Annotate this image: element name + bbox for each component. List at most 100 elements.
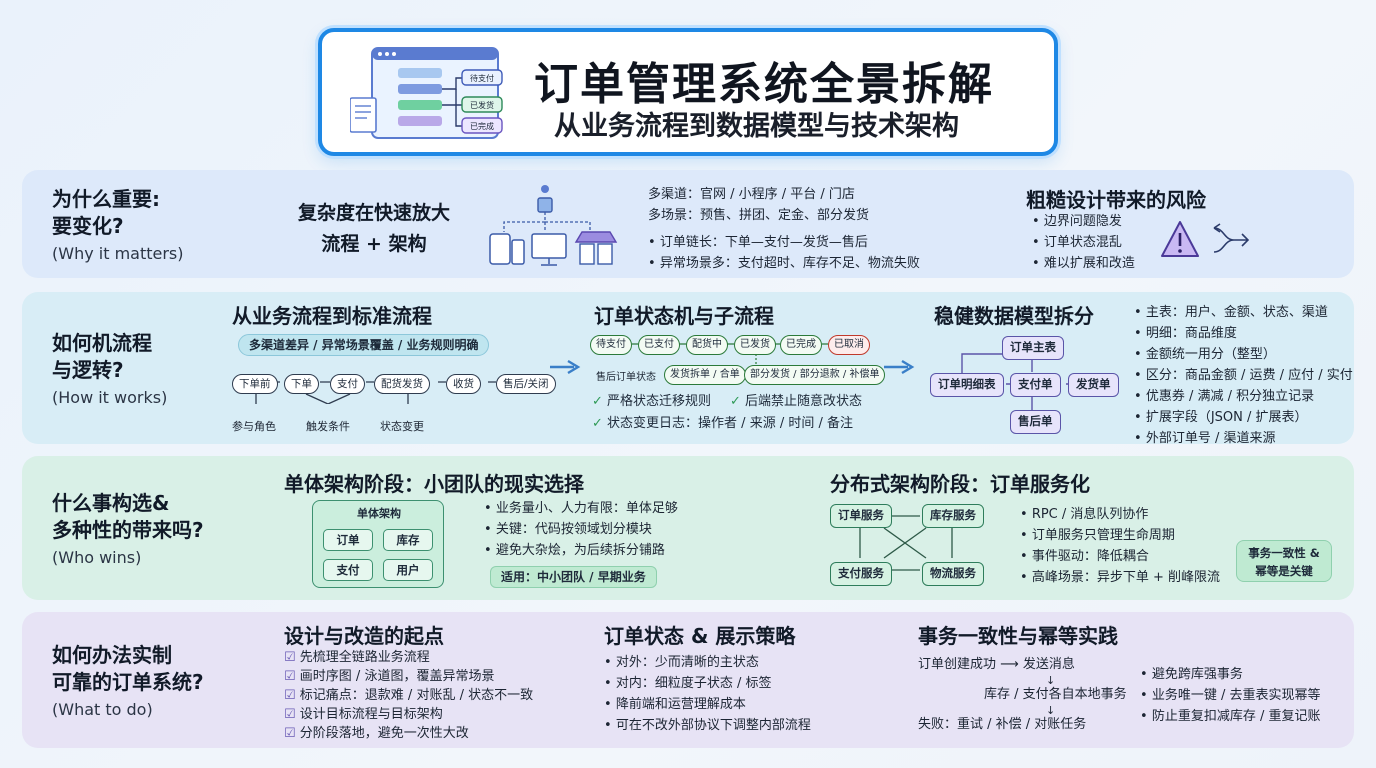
- flow-node-pre-order: 下单前: [232, 374, 278, 394]
- start-item-3: 标记痛点：退款难 / 对账乱 / 状态不一致: [284, 686, 533, 705]
- page-subtitle: 从业务流程到数据模型与技术架构: [554, 111, 959, 142]
- row2-question-block: 如何机流程 与逻转? (How it works): [52, 330, 167, 407]
- multi-channel-devices-icon: [489, 185, 618, 266]
- model-point-4: 区分：商品金额 / 运费 / 应付 / 实付: [1134, 365, 1353, 386]
- state-picking: 配货中: [686, 335, 728, 355]
- start-item-2: 画时序图 / 泳道图，覆盖异常场景: [284, 667, 533, 686]
- state-sub-split: 发货拆单 / 合单: [664, 365, 746, 385]
- start-item-5: 分阶段落地，避免一次性大改: [284, 724, 533, 743]
- flow-label-trigger: 触发条件: [306, 420, 350, 433]
- start-item-4: 设计目标流程与目标架构: [284, 705, 533, 724]
- model-point-6: 扩展字段（JSON / 扩展表）: [1134, 407, 1353, 428]
- tx-arrow-down-1: ↓: [1046, 674, 1056, 687]
- state-completed: 已完成: [780, 335, 822, 355]
- dist-point-4: 高峰场景：异步下单 + 削峰限流: [1020, 567, 1220, 588]
- flow-label-state-change: 状态变更: [380, 420, 424, 433]
- display-point-1: 对外：少而清晰的主状态: [604, 652, 811, 673]
- row1-question-line2: 要变化?: [52, 214, 124, 238]
- mono-title: 单体架构阶段：小团队的现实选择: [284, 472, 584, 496]
- order-flow-illustration: 待支付 已发货 已完成: [350, 47, 503, 139]
- display-points: 对外：少而清晰的主状态 对内：细粒度子状态 / 标签 降前端和运营理解成本 可在…: [604, 652, 811, 736]
- complexity-headline-1: 复杂度在快速放大: [297, 202, 450, 224]
- model-point-1: 主表：用户、金额、状态、渠道: [1134, 302, 1353, 323]
- state-rule-2: ✓ 后端禁止随意改状态: [730, 394, 863, 409]
- page-title: 订单管理系统全景拆解: [534, 59, 994, 110]
- mono-cell-inventory: 库存: [383, 529, 433, 551]
- row1-question-block: 为什么重要: 要变化? (Why it matters): [52, 186, 184, 263]
- risk-item-3: 难以扩展和改造: [1032, 253, 1135, 274]
- mono-point-2: 关键：代码按领域划分模块: [484, 519, 678, 540]
- tx-flow-2: 库存 / 支付各自本地事务: [984, 687, 1127, 702]
- row4-question-line2: 可靠的订单系统?: [52, 670, 204, 694]
- tx-point-2: 业务唯一键 / 去重表实现幂等: [1140, 685, 1321, 706]
- state-rule-1: ✓ 严格状态迁移规则: [592, 394, 712, 409]
- service-order: 订单服务: [830, 504, 892, 528]
- dist-point-1: RPC / 消息队列协作: [1020, 504, 1220, 525]
- tx-points: 避免跨库强事务 业务唯一键 / 去重表实现幂等 防止重复扣减库存 / 重复记账: [1140, 664, 1321, 727]
- model-point-5: 优惠券 / 满减 / 积分独立记录: [1134, 386, 1353, 407]
- flow-node-pay: 支付: [330, 374, 365, 394]
- service-payment: 支付服务: [830, 562, 892, 586]
- row1-point-2: 多场景：预售、拼团、定金、部分发货: [648, 208, 870, 223]
- model-title: 稳健数据模型拆分: [934, 304, 1094, 328]
- consistency-badge-line1: 事务一致性 &: [1248, 546, 1320, 560]
- start-checklist: 先梳理全链路业务流程 画时序图 / 泳道图，覆盖异常场景 标记痛点：退款难 / …: [284, 648, 533, 743]
- mono-cell-payment: 支付: [323, 559, 373, 581]
- complexity-headline-2: 流程 + 架构: [321, 233, 427, 255]
- display-point-3: 降前端和运营理解成本: [604, 694, 811, 715]
- flow-node-ship: 配货发货: [374, 374, 430, 394]
- consistency-badge-line2: 幂等是关键: [1255, 564, 1313, 578]
- risk-title: 粗糙设计带来的风险: [1026, 188, 1206, 212]
- row1-point-3: 订单链长：下单—支付—发货—售后: [648, 232, 920, 253]
- dist-title: 分布式架构阶段：订单服务化: [830, 472, 1090, 496]
- mono-points: 业务量小、人力有限：单体足够 关键：代码按领域划分模块 避免大杂烩，为后续拆分铺…: [484, 498, 678, 561]
- row1-points: 多渠道：官网 / 小程序 / 平台 / 门店 多场景：预售、拼团、定金、部分发货…: [648, 184, 920, 274]
- row4-question-block: 如何办法实制 可靠的订单系统? (What to do): [52, 642, 204, 719]
- start-item-1: 先梳理全链路业务流程: [284, 648, 533, 667]
- tx-title: 事务一致性与幂等实践: [918, 624, 1118, 648]
- tx-flow-1: 订单创建成功 ⟶ 发送消息: [918, 657, 1075, 672]
- row2-english: (How it works): [52, 388, 168, 407]
- flow-node-order: 下单: [284, 374, 319, 394]
- row1-question: 为什么重要:: [52, 187, 160, 211]
- flow-label-roles: 参与角色: [232, 420, 276, 433]
- tx-point-3: 防止重复扣减库存 / 重复记账: [1140, 706, 1321, 727]
- state-title: 订单状态机与子流程: [594, 304, 774, 328]
- row1-point-4: 异常场景多：支付超时、库存不足、物流失败: [648, 253, 920, 274]
- mono-cell-order: 订单: [323, 529, 373, 551]
- arrow-right-icon-2: [884, 359, 915, 375]
- model-shipment: 发货单: [1068, 373, 1119, 397]
- service-inventory: 库存服务: [922, 504, 984, 528]
- row4-english: (What to do): [52, 700, 153, 719]
- flow-title: 从业务流程到标准流程: [232, 304, 432, 328]
- dist-point-2: 订单服务只管理生命周期: [1020, 525, 1220, 546]
- row1-english: (Why it matters): [52, 244, 184, 263]
- state-pending-payment: 待支付: [590, 335, 632, 355]
- state-sub-partial: 部分发货 / 部分退款 / 补偿单: [744, 365, 886, 385]
- row3-question-block: 什么事构选& 多种性的带来吗? (Who wins): [52, 490, 204, 567]
- risk-list: 边界问题隐发 订单状态混乱 难以扩展和改造: [1032, 211, 1135, 274]
- risk-item-2: 订单状态混乱: [1032, 232, 1135, 253]
- illus-label-2: 已发货: [470, 100, 494, 110]
- display-point-2: 对内：细粒度子状态 / 标签: [604, 673, 811, 694]
- state-rule-3: ✓ 状态变更日志：操作者 / 来源 / 时间 / 备注: [592, 416, 853, 431]
- illus-label-3: 已完成: [470, 121, 494, 131]
- display-title: 订单状态 & 展示策略: [604, 624, 796, 648]
- risk-item-1: 边界问题隐发: [1032, 211, 1135, 232]
- arrow-right-icon: [550, 359, 581, 375]
- flow-node-receive: 收货: [446, 374, 481, 394]
- consistency-badge: 事务一致性 & 幂等是关键: [1236, 540, 1332, 582]
- model-order-detail: 订单明细表: [930, 373, 1004, 397]
- complexity-headline: 复杂度在快速放大 流程 + 架构: [288, 198, 460, 256]
- state-cancelled: 已取消: [828, 335, 870, 355]
- title-banner: 待支付 已发货 已完成 订单管理系统全景拆解 从业务流程到数据模型与技术架构: [318, 28, 1058, 156]
- display-point-4: 可在不改外部协议下调整内部流程: [604, 715, 811, 736]
- warning-icon: [1161, 221, 1250, 257]
- tx-arrow-down-2: ↓: [1046, 704, 1056, 717]
- start-title: 设计与改造的起点: [284, 624, 444, 648]
- dist-points: RPC / 消息队列协作 订单服务只管理生命周期 事件驱动：降低耦合 高峰场景：…: [1020, 504, 1220, 588]
- row3-english: (Who wins): [52, 548, 142, 567]
- mono-fit-badge: 适用：中小团队 / 早期业务: [490, 566, 657, 588]
- monolith-diagram: 单体架构 订单 库存 支付 用户: [312, 500, 444, 588]
- model-points: 主表：用户、金额、状态、渠道 明细：商品维度 金额统一用分（整型） 区分：商品金…: [1134, 302, 1353, 449]
